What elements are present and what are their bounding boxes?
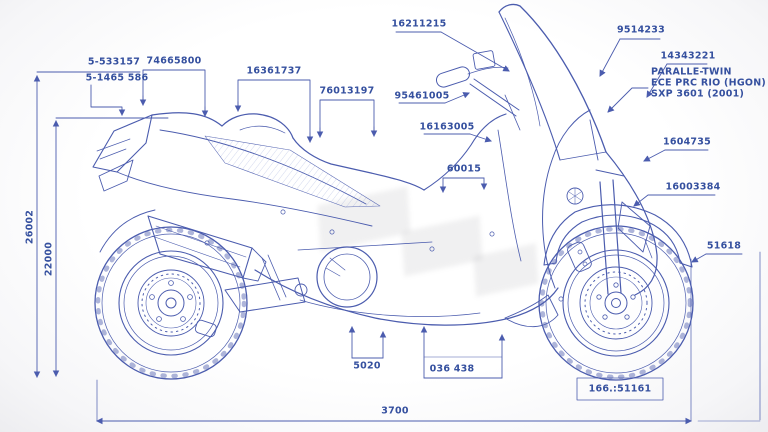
dimension-lines [33,31,761,425]
handlebar [435,50,521,131]
windscreen [498,3,607,161]
front-wheel [538,225,694,381]
bodywork [92,109,658,328]
rear-wheel [94,226,248,380]
front-fender [543,204,693,268]
